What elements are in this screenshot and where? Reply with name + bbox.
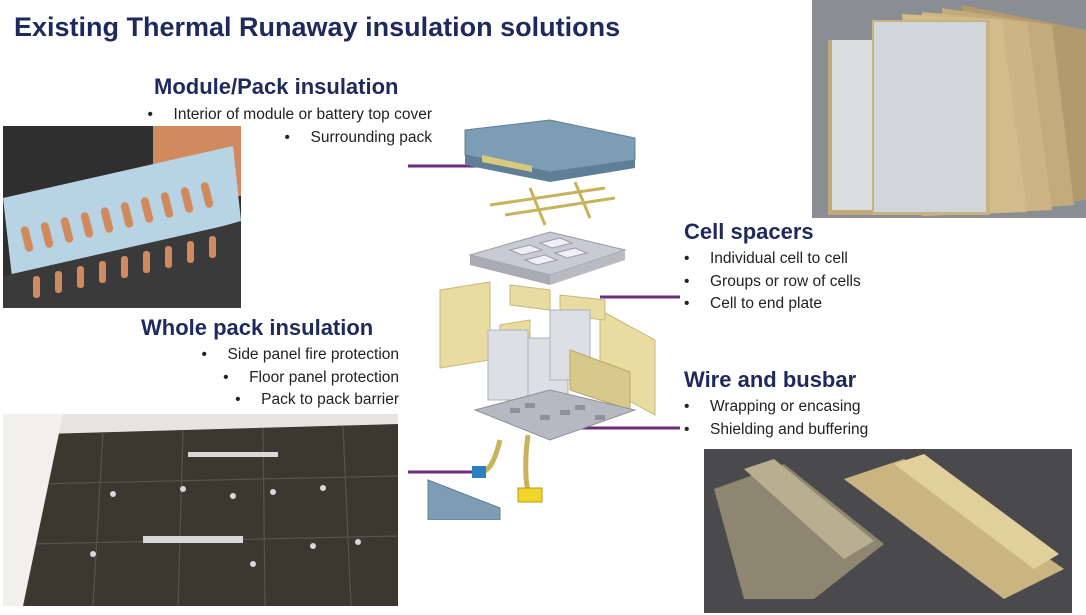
- bullet-item: Shielding and buffering: [684, 419, 868, 442]
- cell-spacers-bullets: Individual cell to cell Groups or row of…: [684, 248, 861, 316]
- cell-spacers-heading: Cell spacers: [684, 219, 814, 244]
- bullet-item: Side panel fire protection: [202, 344, 399, 367]
- wire-busbar-bullets: Wrapping or encasing Shielding and buffe…: [684, 396, 868, 441]
- whole-pack-bullets: Side panel fire protection Floor panel p…: [202, 344, 399, 412]
- wire-busbar-heading: Wire and busbar: [684, 367, 857, 392]
- page-title: Existing Thermal Runaway insulation solu…: [14, 12, 621, 42]
- busbar-straps: [489, 181, 616, 226]
- bullet-item: Wrapping or encasing: [684, 396, 868, 419]
- perforated-strips-photo: [3, 126, 241, 308]
- battery-exploded-diagram: [400, 110, 680, 525]
- whole-pack-heading: Whole pack insulation: [141, 315, 374, 340]
- bullet-item: Cell to end plate: [684, 293, 861, 316]
- module-pack-bullets: Interior of module or battery top cover …: [148, 104, 432, 149]
- insulation-sheets-photo: [812, 0, 1086, 218]
- bullet-item: Pack to pack barrier: [202, 389, 399, 412]
- floor-panel-photo: [3, 414, 398, 606]
- yellow-connector: [517, 487, 543, 503]
- busbar-shield-photo: [704, 449, 1072, 613]
- bullet-item: Individual cell to cell: [684, 248, 861, 271]
- module-pack-heading: Module/Pack insulation: [154, 74, 399, 99]
- bullet-item: Groups or row of cells: [684, 271, 861, 294]
- bullet-item: Surrounding pack: [148, 127, 433, 150]
- wire-harness: [481, 434, 531, 491]
- pack-housing: [427, 479, 501, 521]
- bullet-item: Floor panel protection: [202, 367, 399, 390]
- blue-connector: [472, 466, 486, 478]
- base-plate: [473, 389, 637, 441]
- bullet-item: Interior of module or battery top cover: [148, 104, 432, 127]
